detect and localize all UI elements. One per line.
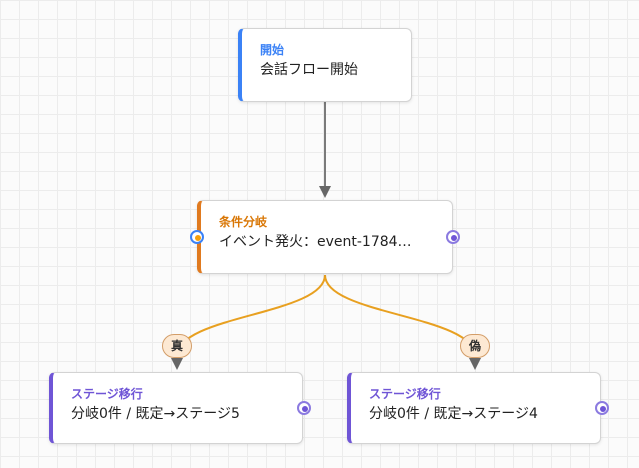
- node-stage-transition-4[interactable]: ステージ移行 分岐0件 / 既定→ステージ4: [347, 372, 601, 444]
- node-stage-transition-5[interactable]: ステージ移行 分岐0件 / 既定→ステージ5: [49, 372, 303, 444]
- node-label: 分岐0件 / 既定→ステージ5: [71, 406, 240, 422]
- output-handle[interactable]: [297, 401, 311, 415]
- output-handle[interactable]: [595, 401, 609, 415]
- node-type-label: ステージ移行: [369, 387, 441, 401]
- output-handle[interactable]: [446, 230, 460, 244]
- node-label: 会話フロー開始: [260, 62, 358, 78]
- edge-branch-false: [324, 274, 476, 357]
- edge-branch-true: [176, 274, 326, 357]
- node-start[interactable]: 開始 会話フロー開始: [238, 28, 412, 102]
- node-label: 分岐0件 / 既定→ステージ4: [369, 406, 538, 422]
- node-label: イベント発火：event-1784…: [219, 234, 412, 250]
- node-type-label: ステージ移行: [71, 387, 143, 401]
- node-type-label: 条件分岐: [219, 215, 268, 229]
- node-condition-branch[interactable]: 条件分岐 イベント発火：event-1784…: [197, 200, 453, 274]
- edge-label-false: 偽: [460, 334, 490, 358]
- input-handle[interactable]: [190, 230, 204, 244]
- edge-label-true: 真: [162, 334, 192, 358]
- edge-arrow-true: [171, 358, 183, 370]
- node-type-label: 開始: [260, 43, 285, 57]
- edge-arrow-start-to-branch: [319, 186, 331, 198]
- edge-arrow-false: [469, 358, 481, 370]
